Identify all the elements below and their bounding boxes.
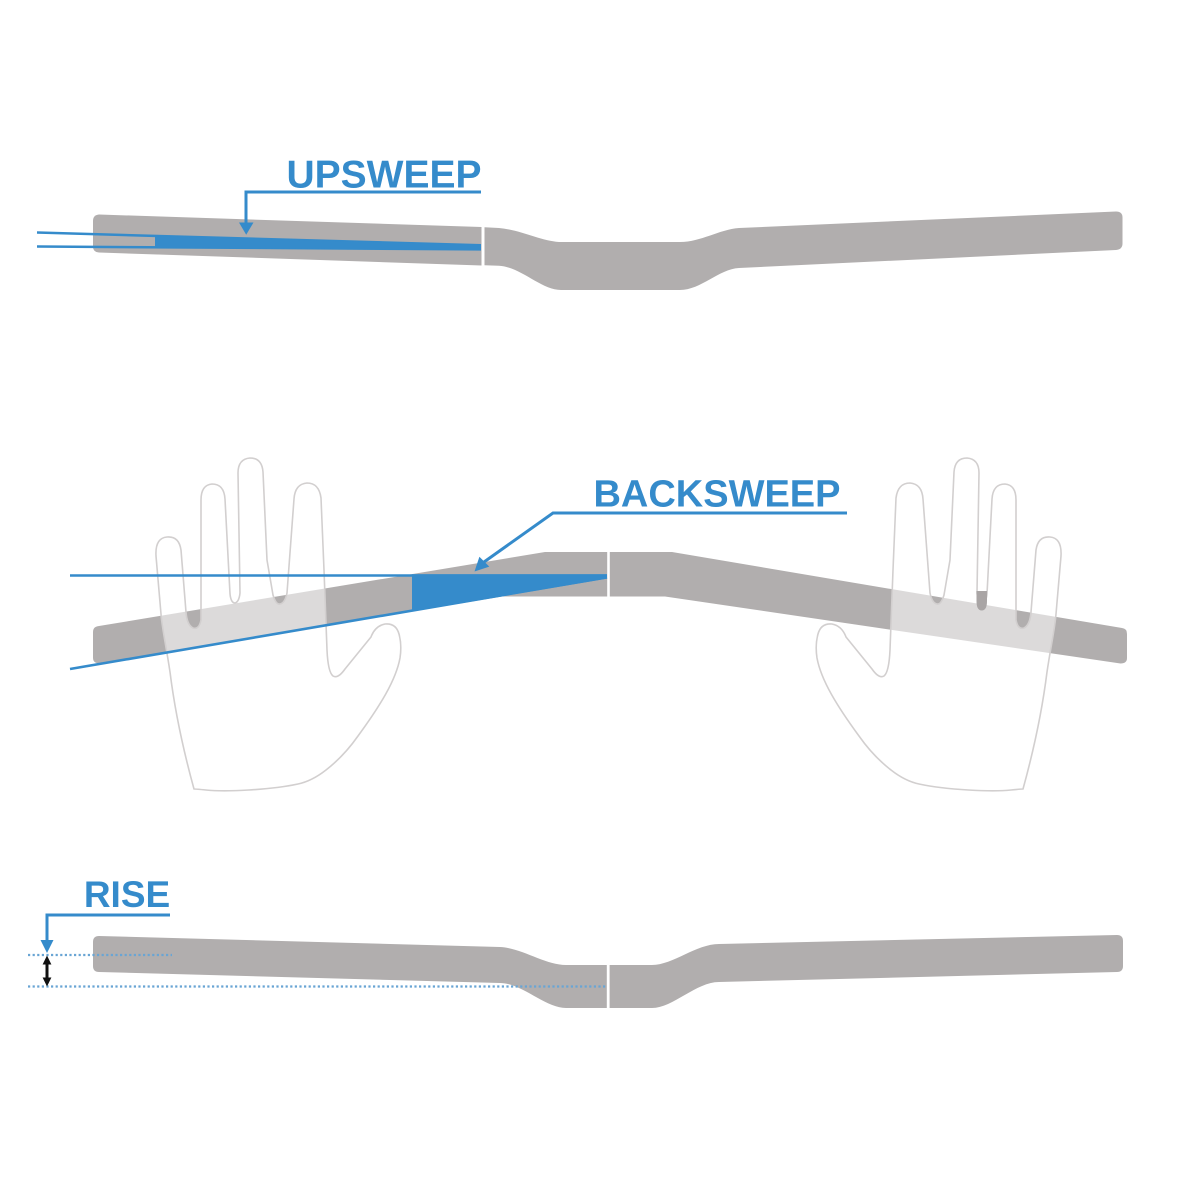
svg-text:UPSWEEP: UPSWEEP bbox=[286, 154, 481, 197]
svg-text:BACKSWEEP: BACKSWEEP bbox=[593, 474, 840, 516]
svg-text:RISE: RISE bbox=[84, 874, 170, 915]
